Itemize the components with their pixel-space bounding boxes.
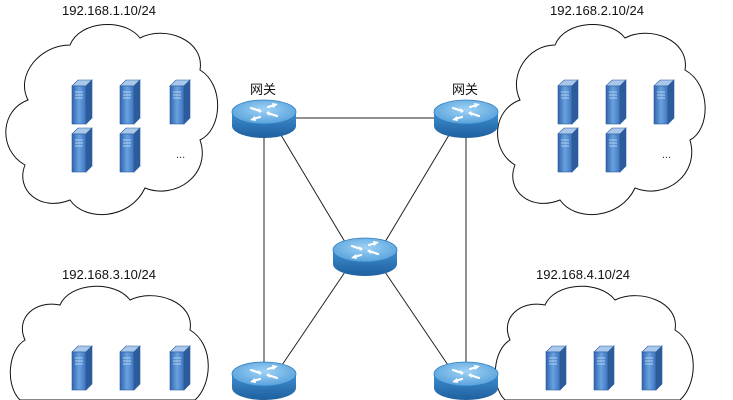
router-icon bbox=[230, 360, 298, 400]
link-center-bottom-right bbox=[384, 271, 451, 369]
subnet-label-1: 192.168.1.10/24 bbox=[62, 3, 156, 18]
router-icon bbox=[230, 98, 298, 140]
server-icon bbox=[119, 345, 141, 391]
gateway-label-right: 网关 bbox=[452, 83, 479, 98]
more-servers-ellipsis: ... bbox=[662, 149, 671, 161]
link-center-bottom-left bbox=[279, 271, 346, 369]
cloud-icon bbox=[9, 285, 209, 400]
server-icon bbox=[557, 79, 579, 125]
router-icon bbox=[331, 236, 399, 278]
server-icon bbox=[169, 79, 191, 125]
server-icon bbox=[653, 79, 675, 125]
server-group-2: ... bbox=[557, 79, 675, 173]
cloud-icon bbox=[5, 24, 219, 216]
server-icon bbox=[605, 127, 627, 173]
server-icon bbox=[593, 345, 615, 391]
router-icon bbox=[432, 98, 500, 140]
server-icon bbox=[605, 79, 627, 125]
server-group-1: ... bbox=[71, 79, 191, 173]
gateway-label-left: 网关 bbox=[250, 83, 277, 98]
server-icon bbox=[557, 127, 579, 173]
server-icon bbox=[169, 345, 191, 391]
server-icon bbox=[641, 345, 663, 391]
network-links bbox=[263, 117, 467, 372]
subnet-label-3: 192.168.3.10/24 bbox=[62, 267, 156, 282]
subnet-label-2: 192.168.2.10/24 bbox=[550, 3, 644, 18]
router-icon bbox=[432, 360, 500, 400]
server-icon bbox=[71, 79, 93, 125]
server-icon bbox=[119, 127, 141, 173]
more-servers-ellipsis: ... bbox=[176, 149, 185, 161]
server-group-3 bbox=[71, 345, 191, 391]
subnet-label-4: 192.168.4.10/24 bbox=[536, 267, 630, 282]
link-gw-right-center bbox=[384, 129, 453, 243]
server-group-4 bbox=[545, 345, 663, 391]
server-icon bbox=[71, 127, 93, 173]
cloud-icon bbox=[497, 24, 706, 216]
server-icon bbox=[119, 79, 141, 125]
server-icon bbox=[71, 345, 93, 391]
link-gw-left-center bbox=[277, 129, 346, 243]
server-icon bbox=[545, 345, 567, 391]
